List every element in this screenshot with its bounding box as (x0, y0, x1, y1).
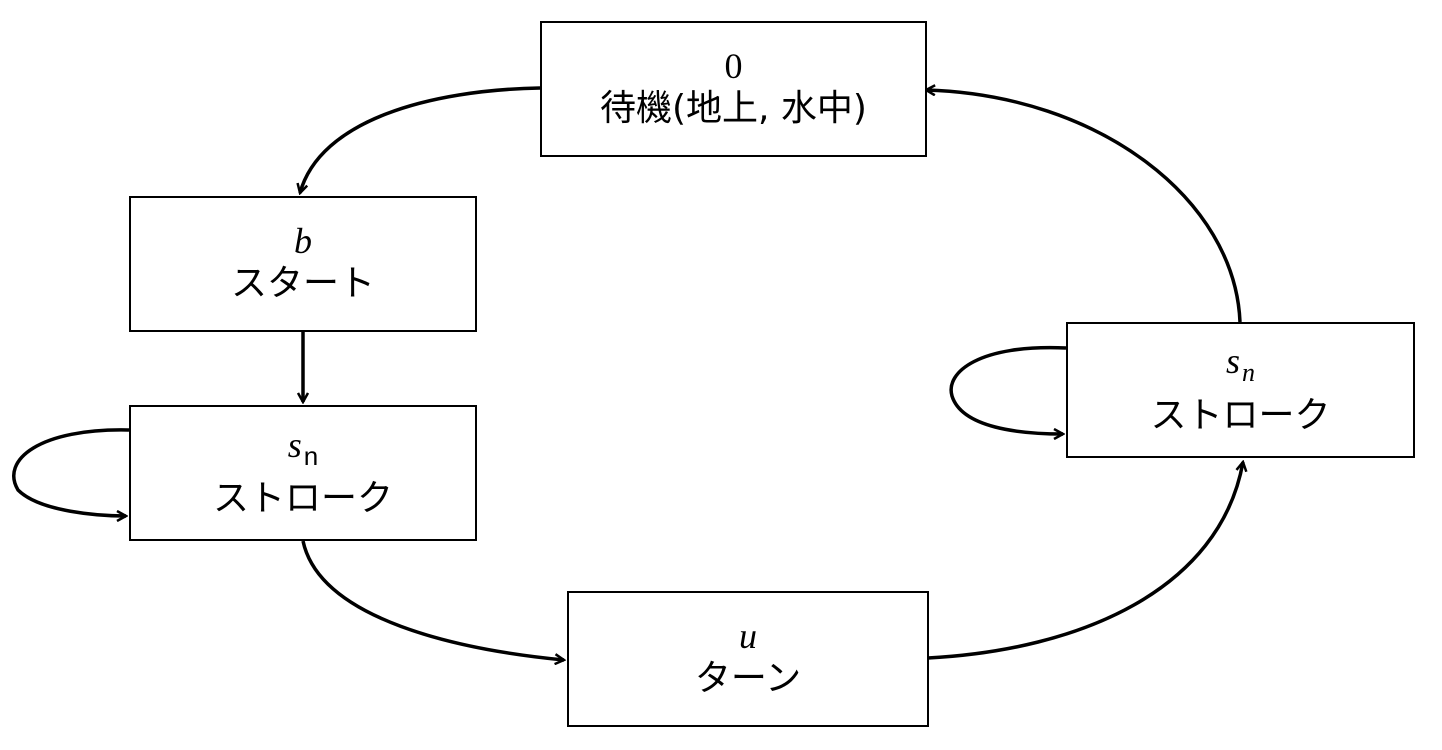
edge-stroke1-self-loop (12, 428, 130, 516)
edge-stroke2-to-idle (926, 90, 1242, 323)
edge-idle-to-start (300, 86, 541, 193)
state-stroke-2: sn ストローク (1066, 322, 1415, 458)
state-turn: u ターン (567, 591, 929, 727)
state-start-symbol: b (294, 221, 312, 261)
state-stroke-1-symbol: sn (287, 424, 319, 471)
state-stroke-2-label: ストローク (1150, 395, 1331, 436)
state-stroke-2-subscript: n (1242, 358, 1255, 387)
state-stroke-1: sn ストローク (129, 405, 477, 541)
edge-turn-to-stroke2 (927, 462, 1243, 660)
state-start-label: スタート (230, 263, 375, 304)
state-idle-label: 待機(地上, 水中) (600, 88, 867, 129)
state-stroke-1-label: ストローク (212, 477, 393, 519)
state-stroke-2-symbol: sn (1225, 341, 1255, 387)
state-idle-symbol: 0 (724, 46, 743, 86)
state-start: b スタート (129, 196, 477, 332)
state-stroke-1-subscript: n (303, 440, 319, 471)
state-turn-label: ターン (694, 658, 802, 699)
edge-stroke2-self-loop (949, 345, 1067, 434)
state-turn-symbol: u (739, 616, 757, 656)
edge-stroke1-to-turn (301, 540, 564, 660)
state-idle: 0 待機(地上, 水中) (540, 21, 927, 157)
